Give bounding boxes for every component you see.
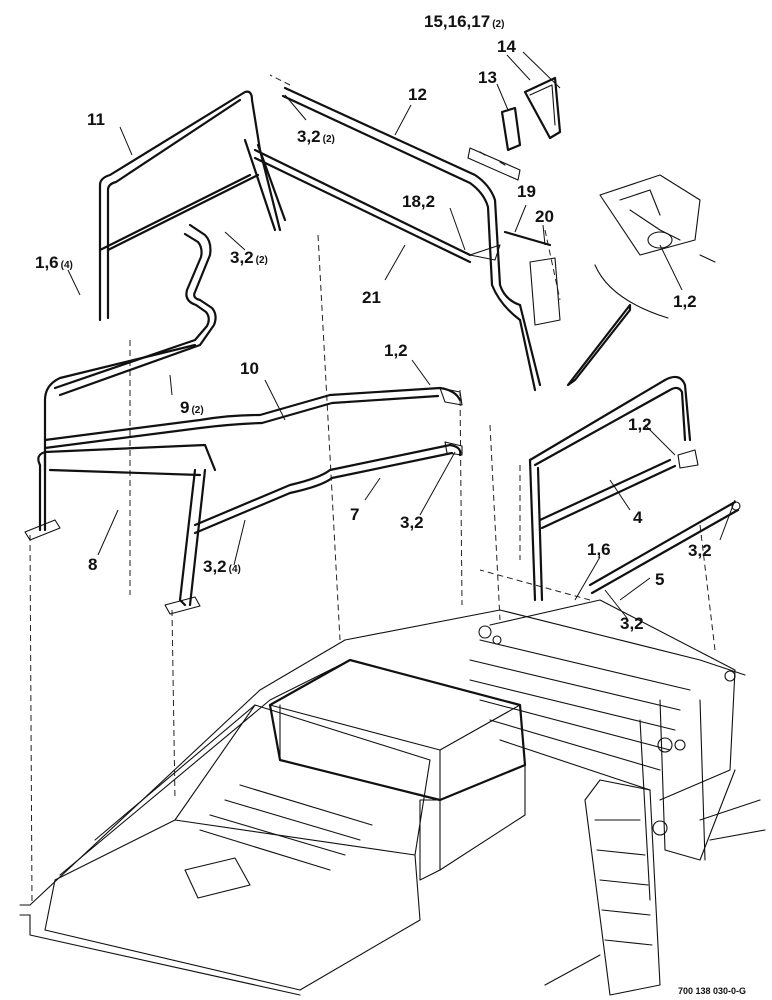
callout-label: 14 xyxy=(497,37,516,56)
callout-labels: 15,16,17(2) 14 13 12 11 3,2(2) 18,2 19 2… xyxy=(35,12,712,633)
rail-21 xyxy=(253,148,501,264)
callout-label: 19 xyxy=(517,182,536,201)
detail-view xyxy=(566,174,716,387)
callout-label: 3,2 xyxy=(688,541,712,560)
rail-10 xyxy=(43,343,463,472)
callout-label: 12 xyxy=(408,85,427,104)
gusset-14 xyxy=(523,76,562,140)
drawing-reference: 700 138 030-0-G xyxy=(678,986,746,996)
rail-7 xyxy=(193,441,463,535)
railing-4 xyxy=(528,375,699,602)
callout-label: 18,2 xyxy=(402,192,435,211)
railing-11 xyxy=(98,90,287,322)
callout-label: 1,6 xyxy=(587,540,611,559)
callout-label: 8 xyxy=(88,555,97,574)
baler-frame xyxy=(19,599,766,996)
plate-19-20 xyxy=(503,230,561,326)
bracket-13 xyxy=(467,106,522,181)
callout-label: 3,2(2) xyxy=(230,248,268,267)
callout-label: 21 xyxy=(362,288,381,307)
callout-label: 10 xyxy=(240,359,259,378)
rail-12 xyxy=(281,86,542,392)
callout-label: 3,2(2) xyxy=(297,127,335,146)
callout-label: 4 xyxy=(633,508,643,527)
rail-9 xyxy=(53,223,217,397)
alignment-lines xyxy=(29,74,716,906)
railing-8 xyxy=(24,443,217,615)
callout-label: 1,6(4) xyxy=(35,253,73,272)
callout-label: 3,2 xyxy=(620,614,644,633)
callout-label: 9(2) xyxy=(180,398,204,417)
callout-label: 1,2 xyxy=(628,415,652,434)
callout-label: 1,2 xyxy=(673,292,697,311)
callout-label: 5 xyxy=(655,570,664,589)
callout-label: 7 xyxy=(350,505,359,524)
rail-5 xyxy=(588,500,741,595)
callout-label: 15,16,17(2) xyxy=(424,12,504,31)
callout-label: 3,2(4) xyxy=(203,557,241,576)
callout-label: 3,2 xyxy=(400,513,424,532)
callout-label: 11 xyxy=(87,110,105,129)
callout-label: 13 xyxy=(478,68,497,87)
callout-label: 1,2 xyxy=(384,341,408,360)
callout-label: 20 xyxy=(535,207,554,226)
leader-lines xyxy=(67,51,736,619)
